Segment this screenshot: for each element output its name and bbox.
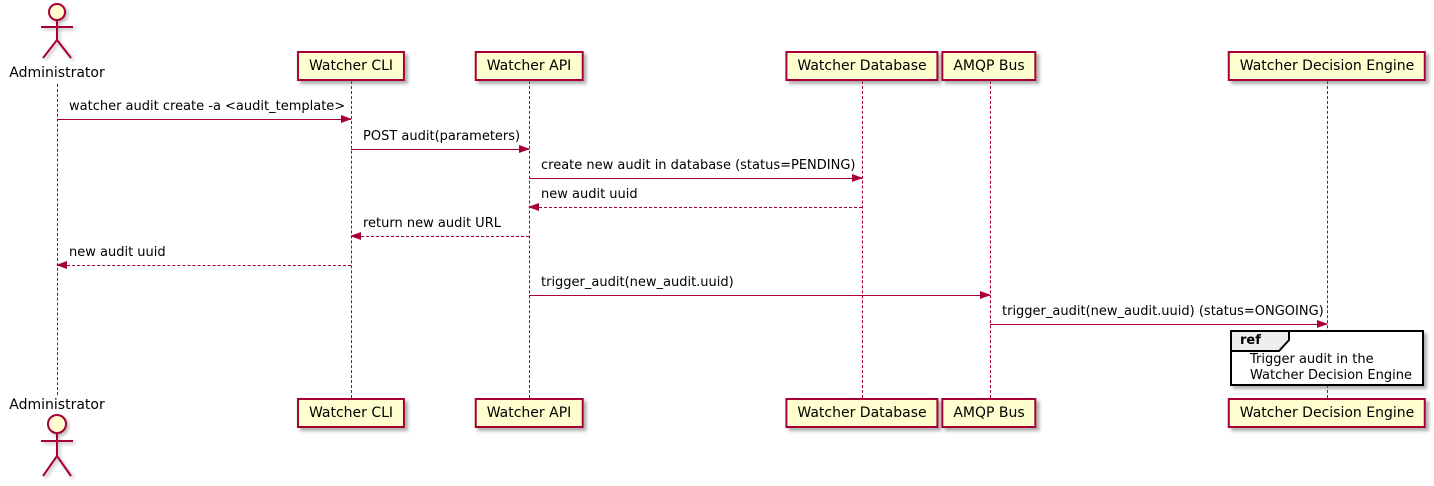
message-label: return new audit URL bbox=[363, 216, 501, 231]
ref-text-line: Watcher Decision Engine bbox=[1250, 368, 1412, 383]
actor-icon bbox=[37, 2, 77, 66]
message-new-audit-uuid-return: new audit uuid bbox=[528, 187, 862, 212]
lifeline-watcher-decision-engine bbox=[1327, 81, 1328, 398]
arrowhead-right-icon bbox=[341, 115, 352, 123]
message-label: watcher audit create -a <audit_template> bbox=[69, 99, 346, 114]
message-trigger-audit-ongoing: trigger_audit(new_audit.uuid) (status=ON… bbox=[990, 304, 1328, 329]
lifeline-amqp-bus bbox=[990, 81, 991, 398]
message-label: trigger_audit(new_audit.uuid) bbox=[541, 275, 734, 290]
arrowhead-right-icon bbox=[1317, 320, 1328, 328]
participant-watcher-api-top: Watcher API bbox=[474, 51, 584, 81]
participant-amqp-bus-bottom: AMQP Bus bbox=[941, 398, 1037, 428]
ref-tab-icon bbox=[1230, 330, 1290, 352]
ref-keyword: ref bbox=[1240, 333, 1261, 348]
participant-watcher-cli-top: Watcher CLI bbox=[296, 51, 406, 81]
arrowhead-left-icon bbox=[350, 232, 361, 240]
message-arrow bbox=[350, 232, 529, 241]
message-watcher-audit-create: watcher audit create -a <audit_template> bbox=[57, 99, 352, 124]
message-arrow bbox=[351, 145, 530, 154]
lifeline-administrator bbox=[57, 84, 58, 395]
message-post-audit: POST audit(parameters) bbox=[351, 129, 530, 154]
message-new-audit-uuid-to-admin: new audit uuid bbox=[56, 245, 351, 270]
message-label: new audit uuid bbox=[69, 245, 166, 260]
message-arrow bbox=[56, 261, 351, 270]
lifeline-watcher-api bbox=[529, 81, 530, 398]
message-trigger-audit: trigger_audit(new_audit.uuid) bbox=[529, 275, 991, 300]
actor-label-administrator-top: Administrator bbox=[9, 65, 105, 81]
message-label: new audit uuid bbox=[541, 187, 638, 202]
participant-watcher-decision-engine-top: Watcher Decision Engine bbox=[1227, 51, 1427, 81]
participant-amqp-bus-top: AMQP Bus bbox=[941, 51, 1037, 81]
participant-watcher-database-top: Watcher Database bbox=[785, 51, 939, 81]
participant-watcher-api-bottom: Watcher API bbox=[474, 398, 584, 428]
arrowhead-left-icon bbox=[528, 203, 539, 211]
ref-text: Trigger audit in the Watcher Decision En… bbox=[1250, 352, 1412, 384]
message-create-new-audit: create new audit in database (status=PEN… bbox=[529, 158, 863, 183]
message-label: POST audit(parameters) bbox=[363, 129, 521, 144]
arrowhead-right-icon bbox=[980, 291, 991, 299]
message-arrow bbox=[529, 174, 863, 183]
message-arrow bbox=[529, 291, 991, 300]
arrowhead-right-icon bbox=[519, 145, 530, 153]
actor-label-administrator-bottom: Administrator bbox=[9, 397, 105, 413]
participant-watcher-database-bottom: Watcher Database bbox=[785, 398, 939, 428]
message-arrow bbox=[57, 115, 352, 124]
participant-watcher-decision-engine-bottom: Watcher Decision Engine bbox=[1227, 398, 1427, 428]
participant-watcher-cli-bottom: Watcher CLI bbox=[296, 398, 406, 428]
message-arrow bbox=[990, 320, 1328, 329]
arrowhead-right-icon bbox=[852, 174, 863, 182]
arrowhead-left-icon bbox=[56, 261, 67, 269]
ref-fragment: ref Trigger audit in the Watcher Decisio… bbox=[1230, 330, 1424, 386]
message-arrow bbox=[528, 203, 862, 212]
message-label: trigger_audit(new_audit.uuid) (status=ON… bbox=[1002, 304, 1324, 319]
lifeline-watcher-database bbox=[862, 81, 863, 398]
message-label: create new audit in database (status=PEN… bbox=[541, 158, 856, 173]
ref-text-line: Trigger audit in the bbox=[1250, 352, 1374, 367]
message-return-new-audit-url: return new audit URL bbox=[350, 216, 529, 241]
actor-icon bbox=[37, 412, 77, 484]
